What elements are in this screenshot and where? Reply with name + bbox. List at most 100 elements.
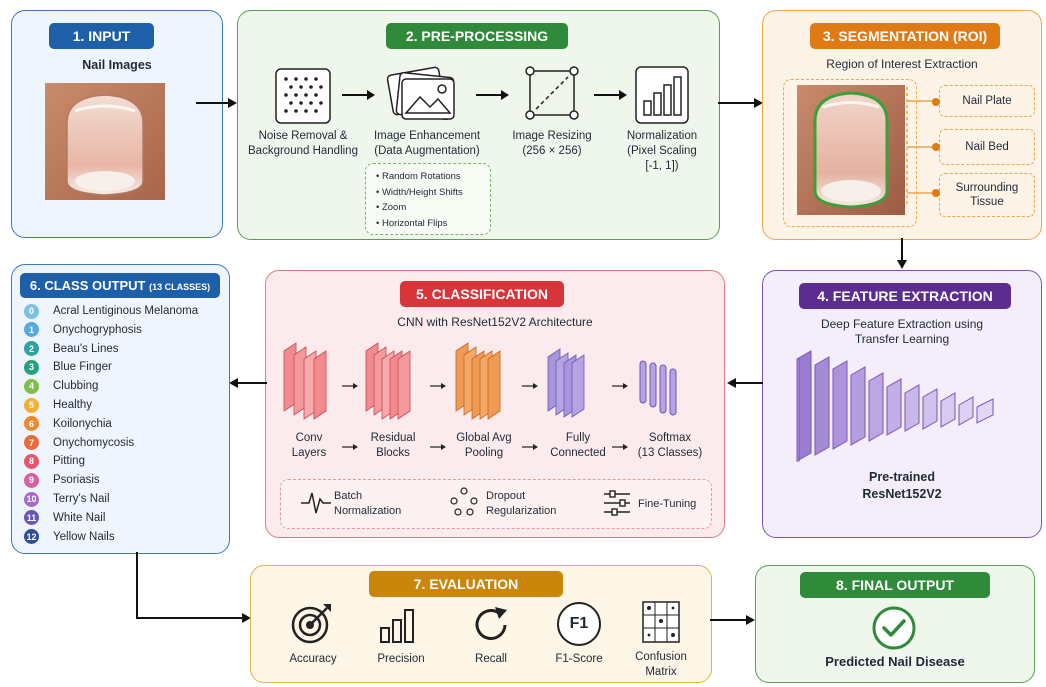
class-name: Clubbing [53, 380, 99, 393]
classification-subtitle: CNN with ResNet152V2 Architecture [397, 315, 593, 329]
class-name: Yellow Nails [53, 530, 115, 543]
precision-chart-icon [380, 609, 414, 643]
class-output-badge-title: 6. CLASS OUTPUT [29, 278, 146, 293]
step-normalization-label: Normalization (Pixel Scaling [-1, 1]) [626, 130, 698, 172]
arrow-layer-4 [612, 383, 628, 389]
arrow-layer-1 [342, 383, 358, 389]
input-subtitle: Nail Images [82, 58, 152, 72]
class-name: Koilonychia [53, 417, 112, 430]
techniques-box [280, 479, 712, 529]
class-number-badge: 7 [24, 435, 39, 451]
class-item: 6 Koilonychia [24, 415, 112, 433]
preprocessing-badge: 2. PRE-PROCESSING [386, 23, 568, 49]
augmentation-item: • Width/Height Shifts [376, 186, 463, 198]
arrow-label-3 [522, 444, 538, 450]
softmax-icon [639, 360, 677, 416]
recall-icon [475, 607, 507, 640]
class-name: Onychomycosis [53, 436, 135, 449]
layer-residual-label: Residual Blocks [370, 432, 416, 459]
dot-grid-icon [275, 68, 331, 124]
class-number-badge: 10 [24, 491, 39, 507]
region-nail-bed: Nail Bed [939, 129, 1035, 165]
roi-connector-lines [906, 87, 933, 205]
evaluation-badge: 7. EVALUATION [369, 571, 563, 597]
class-name: White Nail [53, 511, 106, 524]
roi-frame [783, 79, 917, 227]
arrow-layer-3 [522, 383, 538, 389]
step-resizing-label: Image Resizing (256 × 256) [512, 130, 592, 157]
class-name: Acral Lentiginous Melanoma [53, 305, 199, 317]
segmentation-subtitle: Region of Interest Extraction [826, 57, 978, 71]
technique-finetuning-label: Fine-Tuning [638, 498, 697, 510]
layer-softmax-label: Softmax (13 Classes) [637, 432, 703, 459]
bar-chart-icon [635, 66, 689, 124]
technique-batchnorm-label: Batch Normalization [334, 490, 402, 517]
confusion-matrix-icon [642, 601, 680, 643]
global-avg-pooling-icon [455, 342, 501, 420]
class-number-badge: 5 [24, 397, 39, 413]
class-number-badge: 8 [24, 453, 39, 469]
class-number-badge: 3 [24, 359, 39, 375]
class-number-badge: 12 [24, 529, 39, 545]
final-output-badge: 8. FINAL OUTPUT [800, 572, 990, 598]
feature-extraction-panel: 4. FEATURE EXTRACTION Deep Feature Extra… [762, 270, 1042, 538]
layer-fc-label: Fully Connected [550, 432, 606, 459]
class-item: 12 Yellow Nails [24, 528, 115, 546]
augmentation-item: • Random Rotations [376, 171, 461, 182]
evaluation-panel: 7. EVALUATION Accuracy Precision Recall … [250, 565, 712, 683]
class-item: 0 Acral Lentiginous Melanoma [24, 302, 198, 320]
arrow-input-to-preprocessing [196, 98, 237, 108]
arrow-evaluation-to-final [710, 615, 755, 625]
step-enhancement-label: Image Enhancement (Data Augmentation) [373, 130, 481, 157]
f1-score-icon [557, 602, 601, 646]
class-number-badge: 2 [24, 341, 39, 357]
augmentation-list: • Random Rotations • Width/Height Shifts… [365, 163, 491, 235]
class-name: Terry's Nail [53, 493, 110, 505]
segmentation-panel: 3. SEGMENTATION (ROI) Region of Interest… [762, 10, 1042, 240]
input-badge: 1. INPUT [49, 23, 154, 49]
dropout-icon [450, 487, 478, 516]
pretrained-model-label: Pre-trained ResNet152V2 [862, 470, 942, 501]
checkmark-circle-icon [872, 606, 916, 650]
final-output-label: Predicted Nail Disease [825, 654, 965, 669]
class-output-badge: 6. CLASS OUTPUT (13 CLASSES) [20, 273, 220, 298]
metric-recall-label: Recall [475, 653, 507, 665]
arrow-preprocessing-to-segmentation [718, 98, 763, 108]
metric-f1-label: F1-Score [555, 653, 603, 665]
class-item: 11 White Nail [24, 509, 105, 527]
metric-confusion-label: Confusion Matrix [635, 651, 687, 678]
waveform-icon [301, 492, 331, 514]
class-item: 5 Healthy [24, 396, 92, 414]
segmented-nail-image [797, 85, 905, 215]
class-item: 8 Pitting [24, 452, 85, 470]
classification-badge: 5. CLASSIFICATION [400, 281, 564, 307]
nail-image [45, 83, 165, 200]
layer-conv-label: Conv Layers [291, 432, 327, 459]
arrow-output-to-evaluation [136, 552, 251, 623]
metric-precision-label: Precision [377, 653, 425, 665]
step-noise-label: Noise Removal & Background Handling [248, 130, 358, 157]
input-panel: 1. INPUT Nail Images [11, 10, 223, 238]
conv-layers-icon [283, 342, 327, 420]
layer-pooling-label: Global Avg Pooling [456, 432, 512, 459]
class-name: Healthy [53, 399, 92, 411]
classification-panel: 5. CLASSIFICATION CNN with ResNet152V2 A… [265, 270, 725, 538]
arrow-segmentation-to-feature [897, 238, 907, 269]
arrow-classification-to-output [229, 378, 267, 388]
class-number-badge: 6 [24, 416, 39, 432]
class-item: 10 Terry's Nail [24, 490, 110, 508]
arrow-step2-step3 [476, 90, 509, 100]
region-dot-2 [932, 143, 940, 151]
arrow-step1-step2 [342, 90, 375, 100]
resnet-layers-icon [796, 350, 994, 462]
metric-accuracy-label: Accuracy [289, 653, 337, 665]
class-number-badge: 11 [24, 510, 39, 526]
residual-blocks-icon [365, 342, 411, 420]
class-name: Pitting [53, 455, 85, 468]
class-number-badge: 0 [24, 303, 39, 319]
region-surrounding-tissue: Surrounding Tissue [939, 173, 1035, 217]
